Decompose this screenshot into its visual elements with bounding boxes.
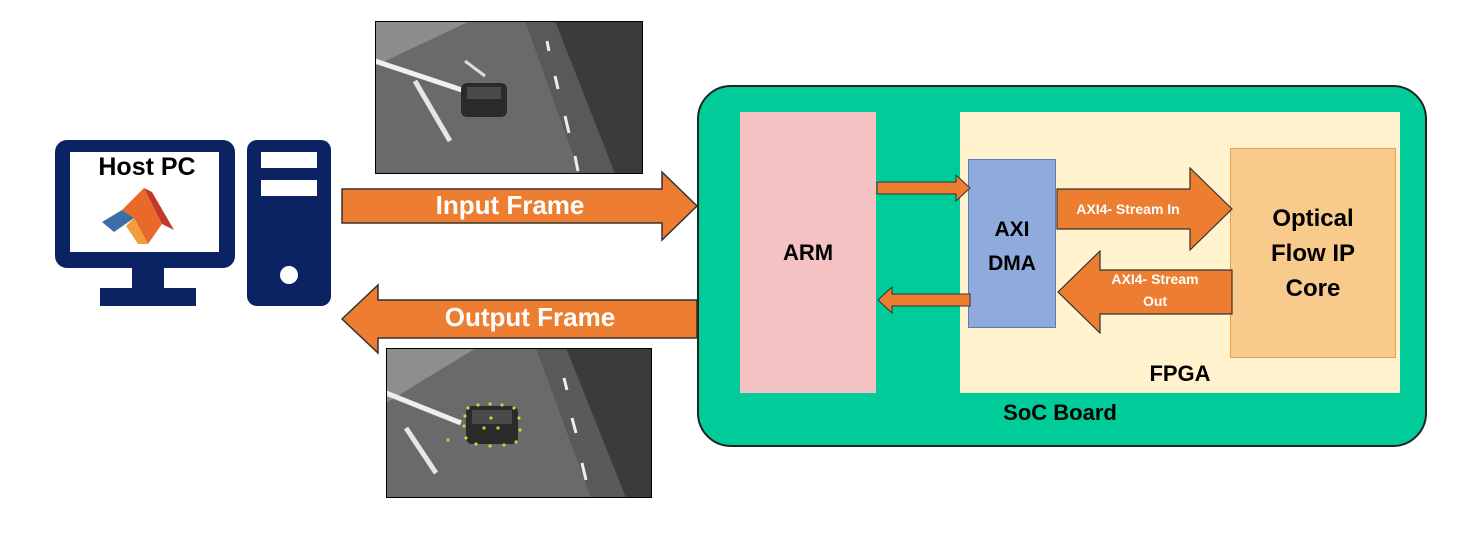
axi-dma-label-line1: AXI bbox=[994, 218, 1030, 241]
fpga-label: FPGA bbox=[1149, 361, 1211, 386]
axi4-stream-out-arrow bbox=[1057, 250, 1233, 334]
input-frame-arrow bbox=[341, 170, 699, 242]
ip-core-label-line1: Optical bbox=[1272, 205, 1354, 232]
optical-flow-ip-core-block bbox=[1230, 148, 1396, 358]
axi4-stream-out-label-line1: AXI4- Stream bbox=[1111, 271, 1199, 287]
monitor-stand bbox=[132, 268, 164, 290]
ip-core-label-line2: Flow IP bbox=[1271, 240, 1355, 267]
tower-slot-bottom bbox=[261, 180, 317, 196]
tower-slot-top bbox=[261, 152, 317, 168]
arm-block bbox=[740, 112, 876, 393]
matlab-logo-icon bbox=[102, 188, 174, 244]
arm-label: ARM bbox=[782, 240, 834, 265]
arm-to-dma-arrow bbox=[876, 174, 971, 202]
output-frame-image bbox=[386, 348, 652, 498]
axi4-stream-in-label: AXI4- Stream In bbox=[1076, 201, 1180, 217]
axi4-stream-in-arrow bbox=[1056, 167, 1233, 251]
tower-power-button bbox=[280, 266, 298, 284]
ip-core-label-line3: Core bbox=[1285, 275, 1341, 302]
axi-dma-label-line2: DMA bbox=[988, 252, 1036, 275]
monitor-base bbox=[100, 288, 196, 306]
axi-dma-block bbox=[968, 159, 1056, 328]
host-pc-label: Host PC bbox=[98, 153, 196, 181]
output-frame-label: Output Frame bbox=[444, 302, 616, 332]
axi4-stream-out-label-line2: Out bbox=[1142, 293, 1168, 309]
dma-to-arm-arrow bbox=[877, 286, 971, 314]
soc-board-label: SoC Board bbox=[1003, 400, 1117, 425]
input-frame-image bbox=[375, 21, 643, 174]
input-frame-label: Input Frame bbox=[435, 190, 585, 220]
output-frame-arrow bbox=[340, 283, 698, 355]
